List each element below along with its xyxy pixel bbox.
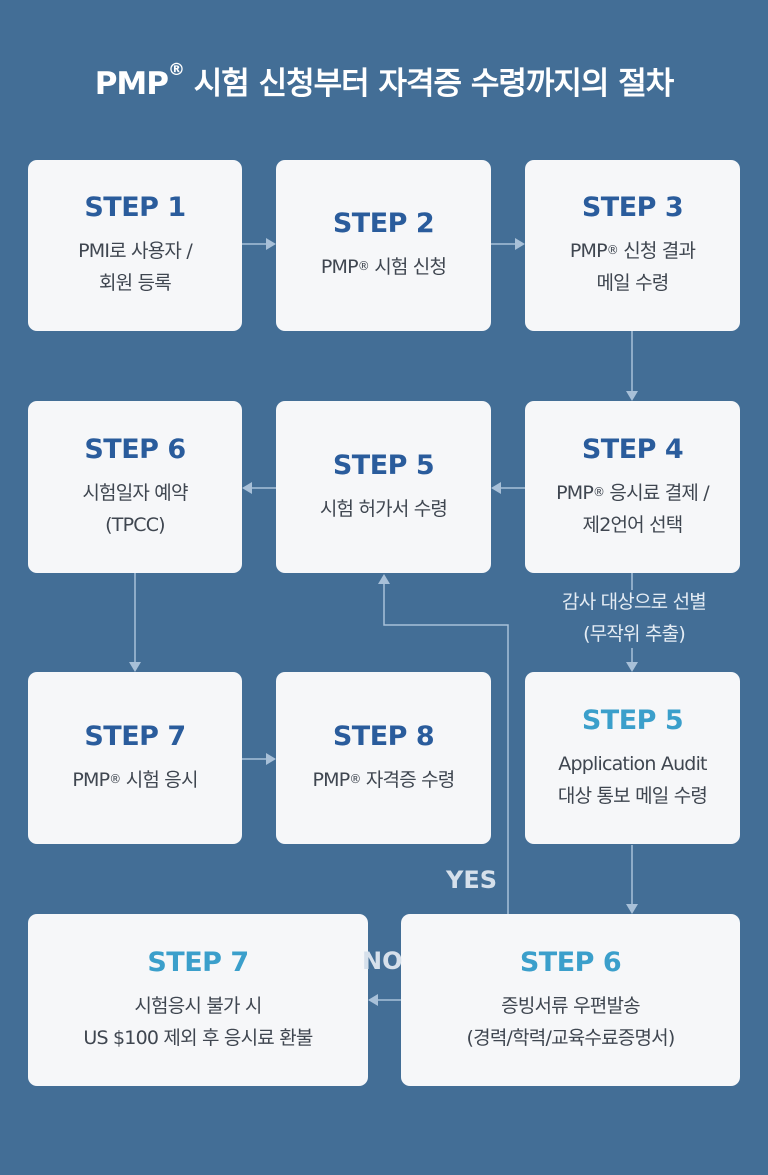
audit-step7-box: STEP 7 시험응시 불가 시 US $100 제외 후 응시료 환불: [28, 914, 368, 1086]
step1-line2: 회원 등록: [99, 272, 172, 294]
step3-line2: 메일 수령: [596, 272, 670, 294]
step1-box: STEP 1 PMI로 사용자 / 회원 등록: [28, 160, 242, 331]
step1-desc: PMI로 사용자 / 회원 등록: [78, 235, 193, 299]
connector-audit6-step5-yes: [383, 584, 509, 914]
step3-label: STEP 3: [581, 192, 684, 223]
step1-label: STEP 1: [84, 192, 186, 223]
audit-step6-line1: 증빙서류 우편발송: [501, 994, 640, 1017]
title-registered-mark: ®: [168, 60, 185, 80]
step2-text: 시험 신청: [368, 256, 447, 278]
step6-desc: 시험일자 예약 (TPCC): [82, 477, 188, 541]
step4-label: STEP 4: [581, 433, 684, 465]
arrowhead-audit6: [626, 904, 638, 914]
step2-label: STEP 2: [332, 208, 435, 239]
arrowhead-step4: [626, 391, 638, 401]
step5-box: STEP 5 시험 허가서 수령: [276, 401, 491, 573]
step6-label: STEP 6: [84, 433, 186, 465]
step8-text: 자격증 수령: [360, 768, 455, 791]
audit-step6-line2: (경력/학력/교육수료증명서): [466, 1026, 676, 1049]
audit-step5-box: STEP 5 Application Audit 대상 통보 메일 수령: [525, 672, 740, 844]
arrowhead-step2: [266, 238, 276, 250]
step6-box: STEP 6 시험일자 예약 (TPCC): [28, 401, 242, 573]
arrowhead-step8: [266, 753, 276, 765]
step3-box: STEP 3 PMP® 신청 결과 메일 수령: [525, 160, 740, 331]
step4-pmp: PMP: [556, 481, 594, 504]
arrowhead-audit5: [626, 662, 638, 672]
audit-step7-desc: 시험응시 불가 시 US $100 제외 후 응시료 환불: [83, 990, 313, 1054]
audit-step5-line1: Application Audit: [558, 752, 707, 775]
audit-step6-box: STEP 6 증빙서류 우편발송 (경력/학력/교육수료증명서): [401, 914, 740, 1086]
step6-line2: (TPCC): [105, 513, 165, 536]
step8-label: STEP 8: [332, 720, 435, 752]
audit-step6-desc: 증빙서류 우편발송 (경력/학력/교육수료증명서): [466, 990, 676, 1054]
step8-registered-mark: ®: [349, 771, 361, 786]
step7-text: 시험 응시: [120, 768, 199, 791]
audit-selection-label: 감사 대상으로 선별 (무작위 추출): [528, 586, 740, 650]
step5-line1: 시험 허가서 수령: [319, 497, 448, 520]
step7-box: STEP 7 PMP® 시험 응시: [28, 672, 242, 844]
step3-registered-mark: ®: [606, 243, 619, 257]
step7-label: STEP 7: [84, 720, 186, 752]
step5-label: STEP 5: [332, 449, 435, 481]
arrowhead-audit7: [368, 994, 378, 1006]
arrowhead-step3: [515, 238, 525, 250]
audit-step5-line2: 대상 통보 메일 수령: [557, 784, 708, 807]
step4-registered-mark: ®: [592, 484, 605, 499]
audit-step7-line2: US $100 제외 후 응시료 환불: [83, 1026, 313, 1049]
step3-text: 신청 결과: [617, 240, 696, 262]
audit-selection-line2: (무작위 추출): [583, 623, 686, 645]
audit-step7-line1: 시험응시 불가 시: [134, 994, 262, 1017]
audit-selection-line1: 감사 대상으로 선별: [562, 591, 707, 613]
step2-box: STEP 2 PMP® 시험 신청: [276, 160, 491, 331]
step4-line1: PMP® 응시료 결제 /: [556, 477, 710, 509]
step4-box: STEP 4 PMP® 응시료 결제 / 제2언어 선택: [525, 401, 740, 573]
audit-step7-label: STEP 7: [147, 946, 249, 978]
step3-line1: PMP® 신청 결과: [569, 235, 696, 267]
step2-pmp: PMP: [320, 256, 359, 278]
step7-desc: PMP® 시험 응시: [72, 764, 199, 796]
step7-pmp: PMP: [72, 768, 110, 791]
step4-text: 응시료 결제 /: [604, 481, 709, 504]
step8-desc: PMP® 자격증 수령: [312, 764, 455, 796]
arrowhead-yes-step5: [378, 574, 390, 584]
arrowhead-step5: [491, 482, 501, 494]
step2-desc: PMP® 시험 신청: [320, 251, 447, 283]
yes-label: YES: [446, 866, 498, 894]
step3-desc: PMP® 신청 결과 메일 수령: [569, 235, 696, 299]
page-title: PMP® 시험 신청부터 자격증 수령까지의 절차: [0, 58, 768, 103]
arrowhead-step7: [129, 662, 141, 672]
title-rest: 시험 신청부터 자격증 수령까지의 절차: [184, 66, 675, 102]
audit-step5-label: STEP 5: [581, 704, 684, 736]
arrowhead-step6: [242, 482, 252, 494]
audit-step6-label: STEP 6: [519, 946, 622, 978]
step6-line1: 시험일자 예약: [82, 481, 188, 504]
step8-pmp: PMP: [312, 768, 350, 791]
step1-line1: PMI로 사용자 /: [78, 240, 193, 262]
audit-step5-desc: Application Audit 대상 통보 메일 수령: [557, 748, 708, 812]
title-pmp: PMP: [94, 66, 169, 102]
step4-desc: PMP® 응시료 결제 / 제2언어 선택: [556, 477, 710, 541]
step7-registered-mark: ®: [109, 771, 121, 786]
step2-registered-mark: ®: [357, 259, 370, 273]
step4-line2: 제2언어 선택: [582, 513, 684, 536]
step3-pmp: PMP: [569, 240, 608, 262]
step5-desc: 시험 허가서 수령: [319, 493, 448, 525]
no-label: NO: [362, 947, 403, 975]
step8-box: STEP 8 PMP® 자격증 수령: [276, 672, 491, 844]
